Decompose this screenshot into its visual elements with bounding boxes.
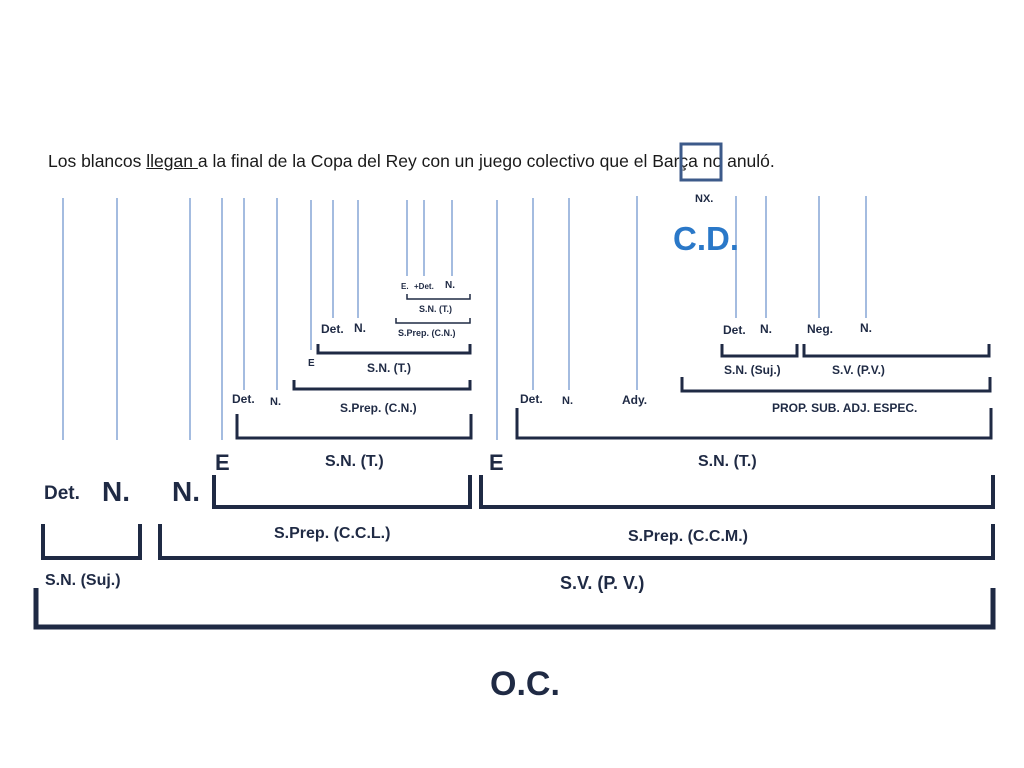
label-det-main: Det. — [44, 483, 80, 504]
sentence-nexus: que — [599, 151, 629, 171]
bracket-oc — [33, 588, 996, 630]
label-sn-t-left: S.N. (T.) — [325, 453, 384, 470]
label-prop-sub: PROP. SUB. ADJ. ESPEC. — [772, 401, 917, 415]
label-sprep-ccl: S.Prep. (C.C.L.) — [274, 525, 390, 542]
label-n-main-2: N. — [172, 476, 200, 507]
label-n-l3: N. — [270, 396, 281, 408]
nexus-box — [679, 142, 723, 182]
bracket-e-det-n — [406, 294, 471, 300]
label-nx: NX. — [695, 193, 713, 205]
label-sv-pv-main: S.V. (P. V.) — [560, 573, 644, 593]
label-ady: Ady. — [622, 393, 647, 407]
label-e-right: E — [489, 450, 504, 475]
bracket-det-n-mid — [316, 344, 472, 355]
label-det-mid: Det. — [321, 322, 344, 336]
label-oc: O.C. — [490, 665, 560, 703]
labels: NX. C.D. E. +Det. N. S.N. (T.) S.Prep. (… — [44, 193, 917, 703]
label-sprep-cn-top: S.Prep. (C.N.) — [398, 328, 456, 338]
guide-lines — [62, 196, 867, 440]
label-sv-pv-rel: S.V. (P.V.) — [832, 363, 885, 377]
label-det-plus: +Det. — [414, 282, 434, 291]
bracket-det-n-ady — [515, 408, 993, 440]
label-neg: Neg. — [807, 322, 833, 336]
label-sprep-ccm: S.Prep. (C.C.M.) — [628, 528, 748, 545]
sentence-part-2: a la final de la Copa del Rey con un jue… — [197, 151, 600, 171]
label-sn-t-right: S.N. (T.) — [698, 453, 757, 470]
bracket-e-sn-left — [212, 475, 472, 509]
bracket-sprep-cn-top — [395, 318, 471, 324]
sentence-part-3: el Barça no anuló. — [628, 151, 775, 171]
label-n-rel-2: N. — [860, 321, 872, 335]
label-n-rel: N. — [760, 322, 772, 336]
label-e-mid: E — [308, 358, 315, 369]
bracket-n-sprep-ccl — [158, 524, 995, 560]
label-n-mid: N. — [354, 321, 366, 335]
bracket-det-n-main — [41, 524, 142, 560]
label-det-rel: Det. — [723, 323, 746, 337]
label-det-r3: Det. — [520, 392, 543, 406]
bracket-neg-n-rel — [802, 344, 991, 358]
bracket-prop-sub — [680, 377, 992, 393]
label-e-small: E. — [401, 282, 409, 291]
label-n-r3: N. — [562, 395, 573, 407]
bracket-det-n-sprep — [235, 414, 473, 440]
sentence-verb: llegan — [146, 151, 198, 171]
label-e-left: E — [215, 450, 230, 475]
bracket-det-n-rel — [720, 344, 799, 358]
sentence-part-1: Los blancos — [48, 151, 147, 171]
label-n-main-1: N. — [102, 476, 130, 507]
label-sprep-cn-l3: S.Prep. (C.N.) — [340, 401, 417, 415]
brackets — [33, 294, 996, 630]
label-n-top: N. — [445, 280, 455, 291]
label-sn-t-top: S.N. (T.) — [419, 304, 452, 314]
label-cd: C.D. — [673, 220, 739, 257]
label-det-l3: Det. — [232, 392, 255, 406]
label-sn-t-mid: S.N. (T.) — [367, 361, 411, 375]
sentence: Los blancos llegan a la final de la Copa… — [48, 151, 775, 172]
bracket-e-sn-mid — [292, 380, 472, 391]
bracket-e-sn-right — [479, 475, 995, 509]
label-sn-suj-main: S.N. (Suj.) — [45, 572, 121, 589]
label-sn-suj-rel: S.N. (Suj.) — [724, 363, 781, 377]
